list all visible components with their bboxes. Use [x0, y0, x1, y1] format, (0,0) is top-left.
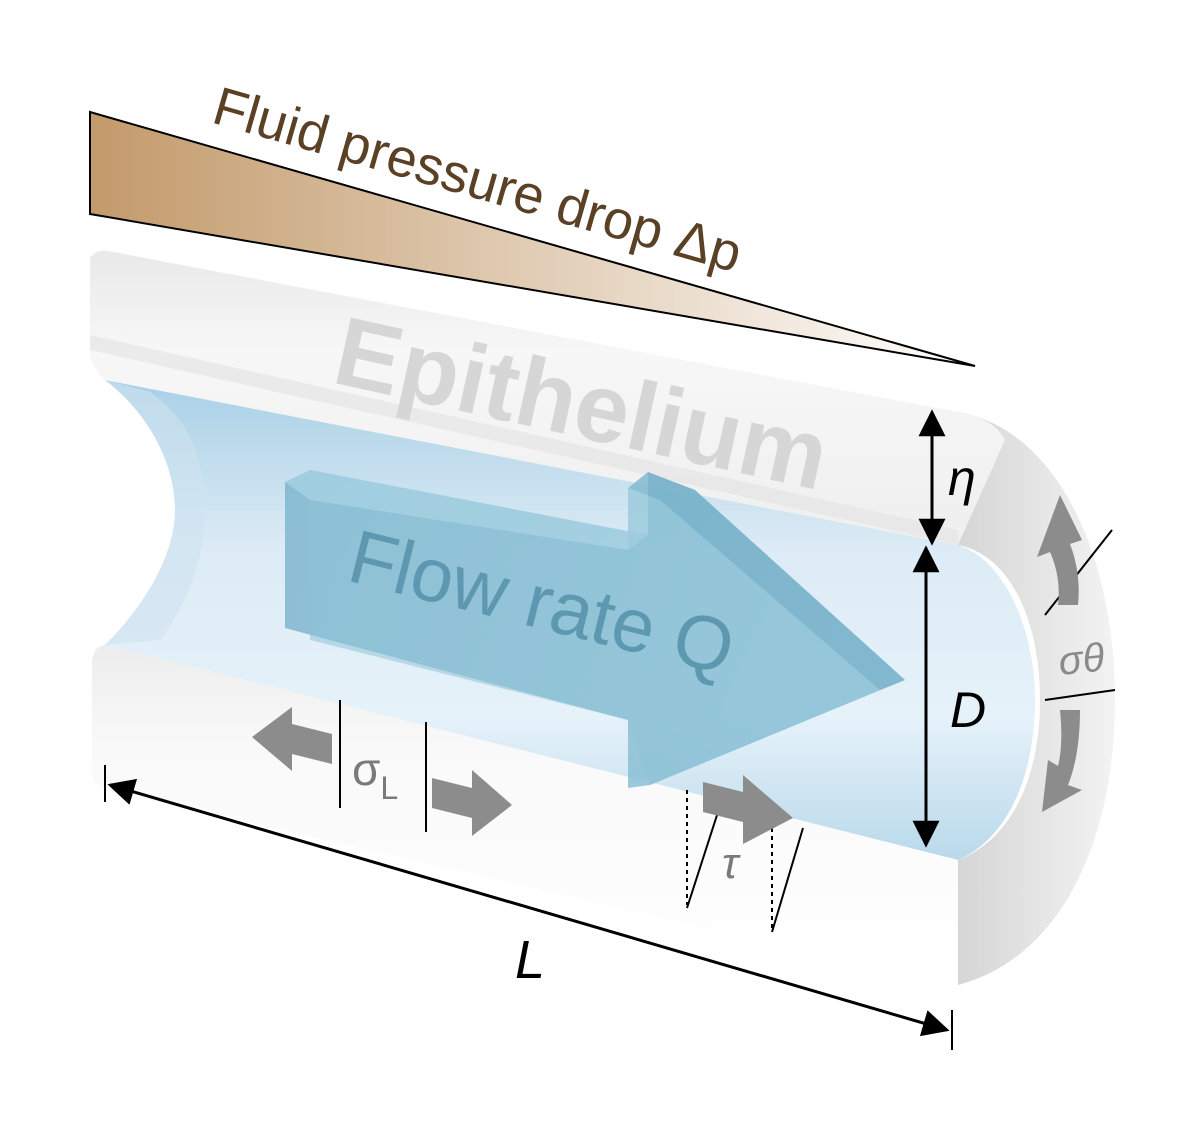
tube-end-cap — [958, 412, 1115, 985]
longitudinal-stress-label: σL — [352, 743, 398, 806]
length-dimension — [107, 778, 950, 1037]
length-label: L — [515, 930, 545, 990]
circumferential-arrow-top — [1037, 495, 1082, 605]
lumen-left-rim — [105, 380, 205, 645]
double-arrow-icon — [252, 707, 512, 836]
shear-edge-right — [771, 827, 804, 933]
shear-edge-left — [686, 811, 719, 909]
pressure-wedge-icon — [89, 110, 976, 367]
flow-arrow-icon — [285, 470, 905, 788]
shear-arrow-icon — [703, 775, 793, 844]
upper-wall-face — [90, 335, 958, 545]
circumferential-divider-bottom — [1044, 689, 1116, 701]
circumferential-arrow-bottom — [1042, 710, 1082, 812]
circumferential-stress-label: σθ — [1056, 635, 1106, 684]
shear-stress-label: τ — [722, 839, 741, 888]
diameter-label: D — [950, 682, 986, 738]
wall-thickness-label: η — [948, 450, 976, 506]
circumferential-divider-top — [1044, 529, 1113, 616]
upper-wall — [90, 250, 1005, 545]
